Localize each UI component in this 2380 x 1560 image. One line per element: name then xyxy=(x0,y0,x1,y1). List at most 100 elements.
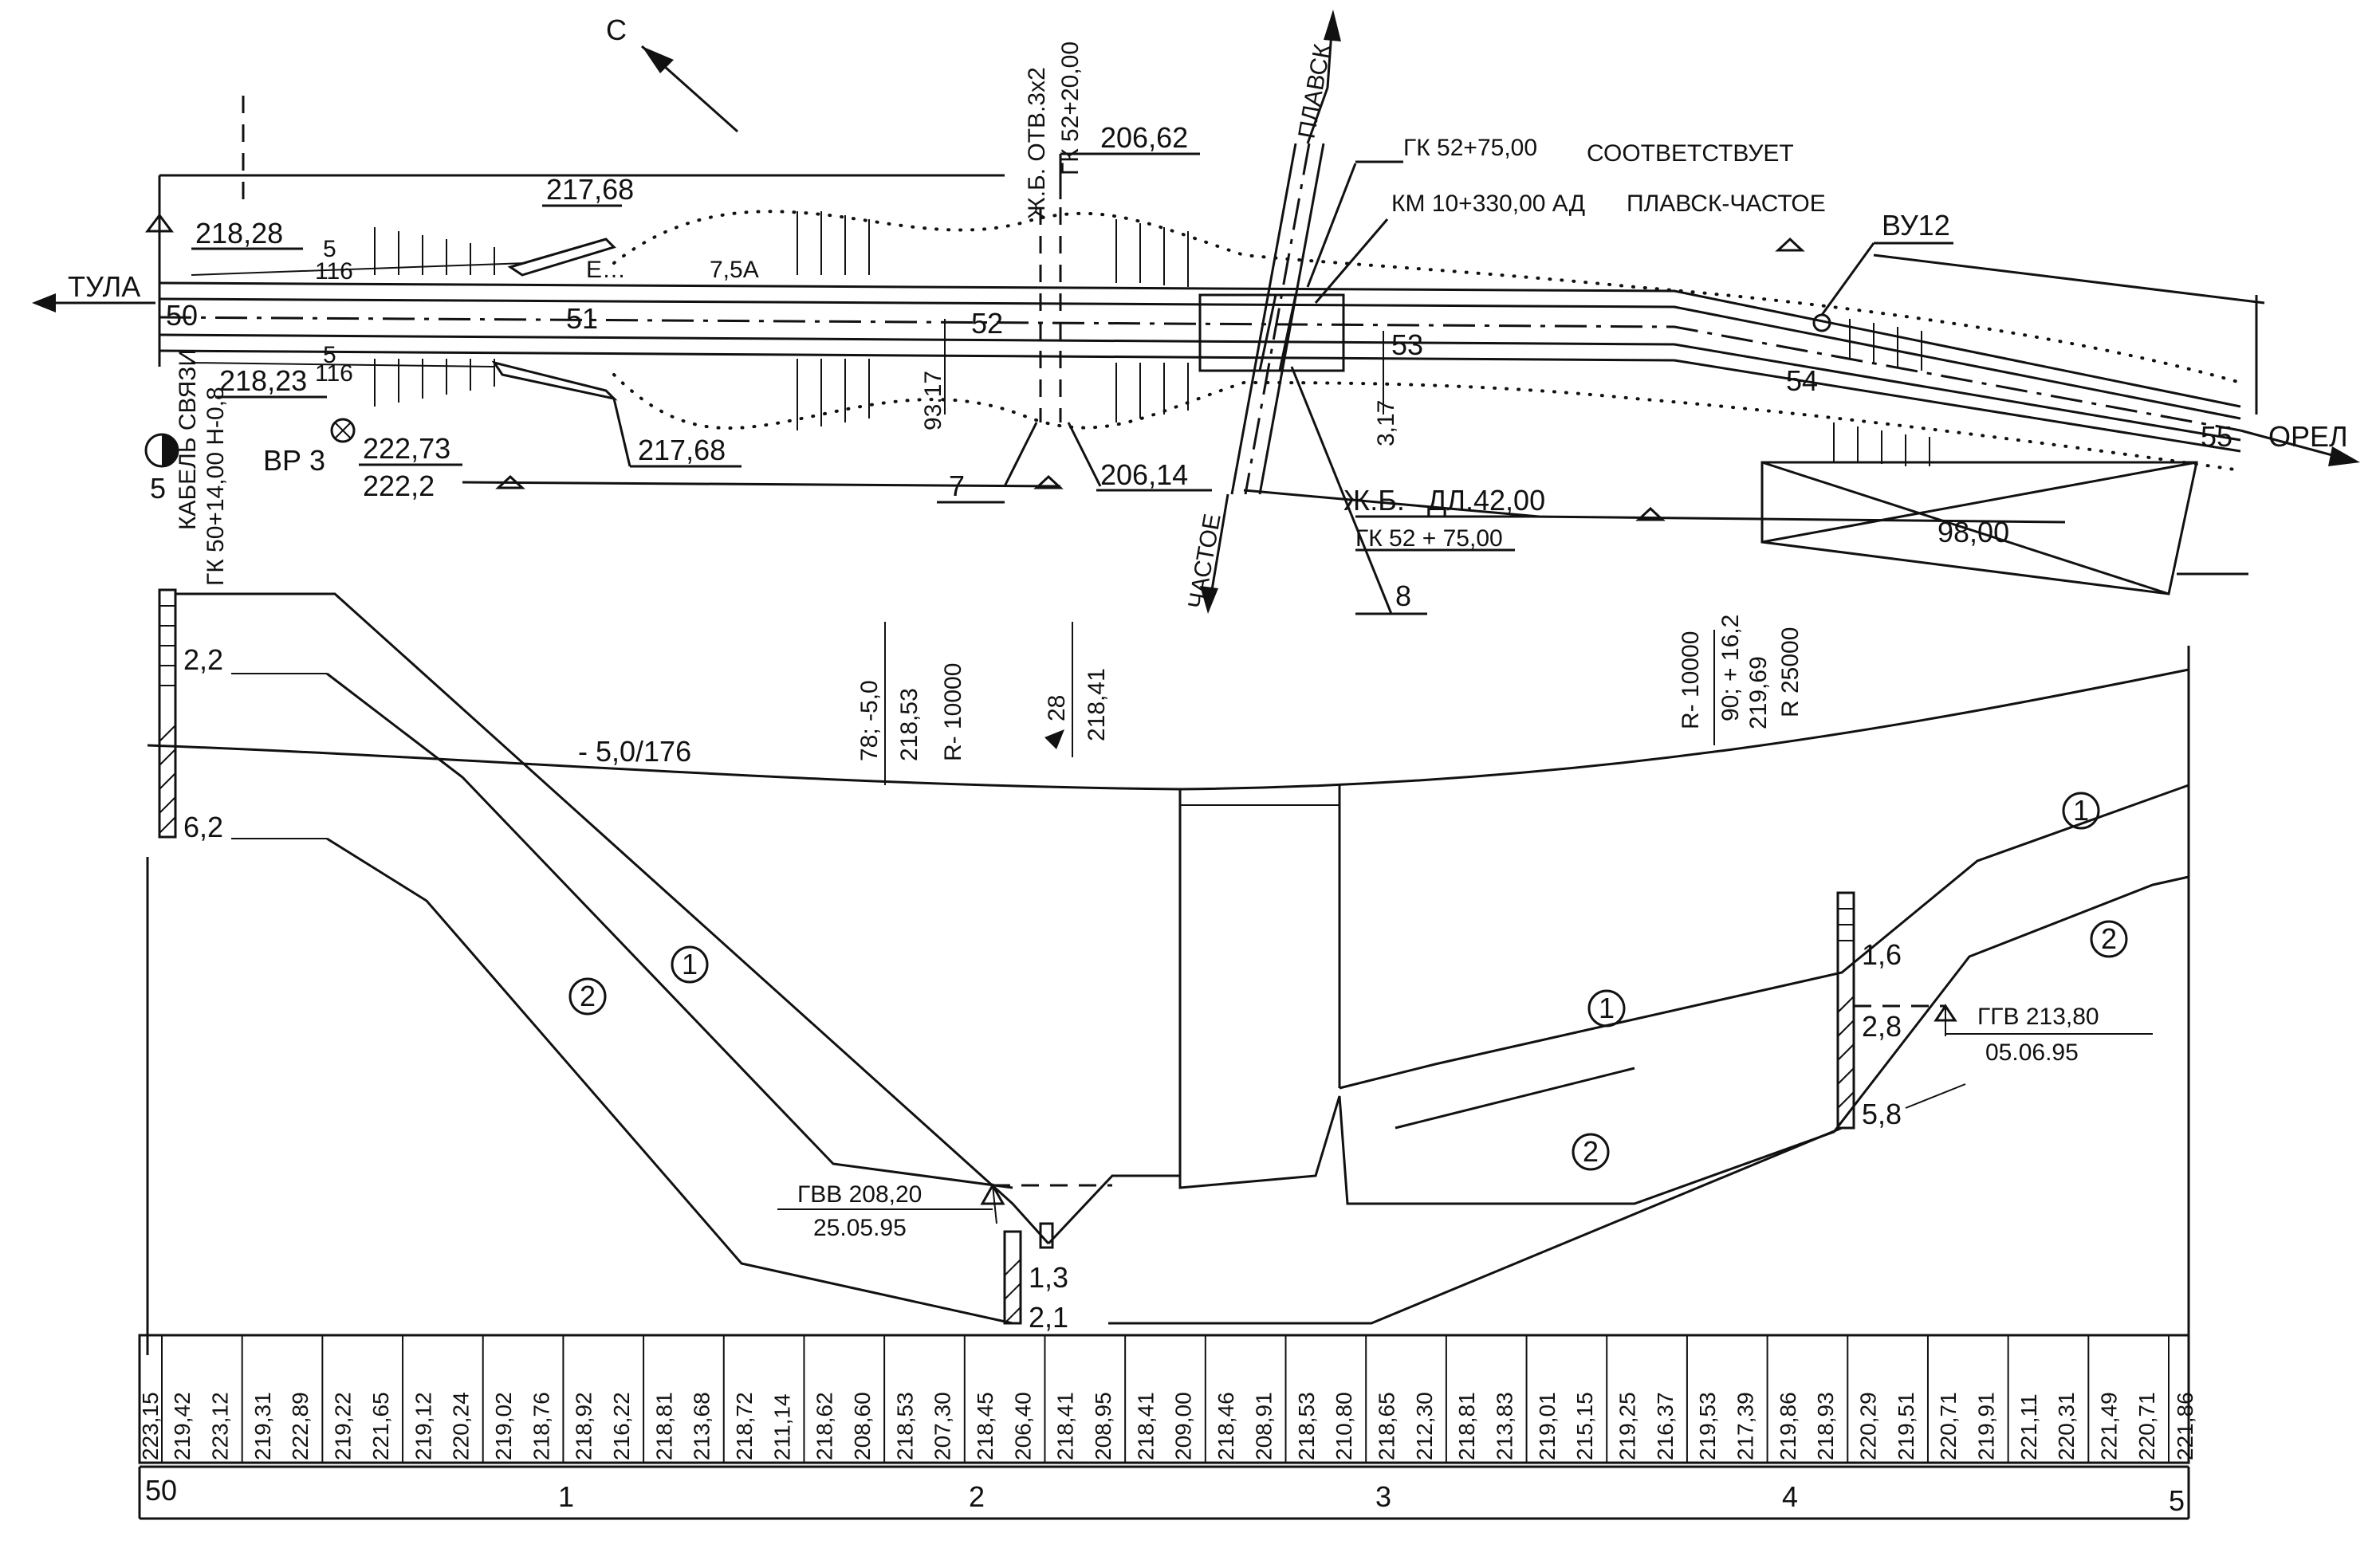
offset-3-17: 3,17 xyxy=(1373,400,1399,446)
picket-53: 53 xyxy=(1391,328,1423,361)
elev-design-3: 219,12 xyxy=(411,1392,435,1460)
elev-ground-3: 220,24 xyxy=(449,1392,474,1460)
picket-52: 52 xyxy=(971,307,1003,340)
elev-ground-8: 208,60 xyxy=(850,1392,875,1460)
elev-ground-23: 220,31 xyxy=(2054,1392,2079,1460)
layer-2-left: 2 xyxy=(580,980,596,1012)
vp1-c: R- 10000 xyxy=(940,663,966,761)
plan-view: С ТУЛА 50 51 52 53 54 55 ОРЕЛ xyxy=(32,10,2360,615)
vp3-c: 219,69 xyxy=(1745,656,1772,729)
grade-label: - 5,0/176 xyxy=(578,735,691,768)
plan-mark-218-28: 218,28 xyxy=(195,217,283,250)
depth-1-3: 1,3 xyxy=(1029,1261,1068,1294)
crossing-gk: ГК 52+75,00 xyxy=(1403,135,1537,161)
vu12-label: ВУ12 xyxy=(1882,209,1950,242)
elev-design-23: 221,11 xyxy=(2016,1393,2041,1460)
elev-design-22: 220,71 xyxy=(1936,1392,1961,1460)
dim-5-bottom: 5 xyxy=(323,342,336,368)
picket-row-1: 1 xyxy=(558,1480,574,1513)
br-numerator: 222,73 xyxy=(363,432,450,465)
callout-7: 7 xyxy=(949,470,965,502)
callout-8: 8 xyxy=(1395,580,1411,612)
elev-ground-19: 217,39 xyxy=(1733,1392,1757,1460)
layer-2-middle: 2 xyxy=(1583,1135,1599,1168)
elev-design-9: 218,53 xyxy=(892,1392,917,1460)
offset-93-17: 93,17 xyxy=(920,371,946,430)
vp3-b: 90; + 16,2 xyxy=(1717,615,1744,721)
layer-1-middle: 1 xyxy=(1599,992,1615,1024)
road-plavsk: ПЛАВСК xyxy=(1293,41,1336,140)
cable-gk: ГК 50+14,00 Н-0,8 xyxy=(203,387,229,586)
elev-ground-7: 211,14 xyxy=(769,1393,794,1460)
elev-first: 223,15 xyxy=(138,1392,163,1460)
elev-design-5: 218,92 xyxy=(572,1392,596,1460)
picket-row-4: 4 xyxy=(1782,1480,1798,1513)
dim-5-top: 5 xyxy=(323,236,336,262)
elev-ground-17: 215,15 xyxy=(1572,1392,1597,1460)
elev-ground-18: 216,37 xyxy=(1653,1392,1678,1460)
elev-ground-14: 210,80 xyxy=(1332,1392,1356,1460)
plan-mark-217-68-top: 217,68 xyxy=(546,173,634,206)
picket-row-2: 2 xyxy=(969,1480,985,1513)
picket-row-5: 5 xyxy=(2169,1484,2185,1517)
elev-design-10: 218,45 xyxy=(973,1392,997,1460)
crossing-road-name: ПЛАВСК-ЧАСТОЕ xyxy=(1627,191,1826,217)
layer-2-right: 2 xyxy=(2101,922,2117,955)
slope-hatch-right xyxy=(1833,319,1930,466)
elev-ground-4: 218,76 xyxy=(529,1392,553,1460)
plan-e-label: Е… xyxy=(586,257,626,283)
depth-6-2: 6,2 xyxy=(183,811,223,843)
elev-ground-21: 219,51 xyxy=(1894,1392,1918,1460)
vp1-b: 218,53 xyxy=(896,688,922,761)
elev-ground-6: 213,68 xyxy=(690,1392,714,1460)
plan-mark-217-68-bottom: 217,68 xyxy=(638,434,726,466)
depth-1-6: 1,6 xyxy=(1862,938,1902,971)
elev-design-6: 218,81 xyxy=(651,1392,676,1460)
elev-last: 221,86 xyxy=(2173,1392,2197,1460)
profile-view: 2,2 6,2 - 5,0/176 78; -5,0 218,53 R- 100… xyxy=(146,588,2190,1355)
elev-design-4: 219,02 xyxy=(491,1392,516,1460)
layer-1-left: 1 xyxy=(682,948,698,980)
elev-ground-10: 206,40 xyxy=(1010,1392,1035,1460)
plan-e-value: 7,5А xyxy=(710,257,759,283)
elev-ground-13: 208,91 xyxy=(1251,1392,1276,1460)
elev-design-14: 218,53 xyxy=(1294,1392,1319,1460)
picket-51: 51 xyxy=(566,302,598,335)
slope-hatch-middle xyxy=(797,211,1189,430)
vp3-a: R- 10000 xyxy=(1678,631,1704,729)
elev-ground-9: 207,30 xyxy=(930,1392,955,1460)
elev-ground-22: 219,91 xyxy=(1974,1392,1999,1460)
ggv-date: 05.06.95 xyxy=(1985,1039,2079,1066)
culvert-mark-top: 206,62 xyxy=(1100,121,1188,154)
road-chastoe: ЧАСТОЕ xyxy=(1183,512,1225,611)
elev-ground-12: 209,00 xyxy=(1171,1392,1196,1460)
depth-2-1: 2,1 xyxy=(1029,1301,1068,1334)
picket-55: 55 xyxy=(2201,420,2232,453)
vp2-b: 218,41 xyxy=(1084,668,1110,741)
elev-design-11: 218,41 xyxy=(1053,1392,1078,1460)
elev-design-12: 218,41 xyxy=(1133,1392,1158,1460)
crossing-km: КМ 10+330,00 АД xyxy=(1391,191,1585,217)
elev-ground-15: 212,30 xyxy=(1412,1392,1437,1460)
elev-design-20: 219,86 xyxy=(1776,1392,1800,1460)
br-label: ВР 3 xyxy=(263,444,325,477)
elev-design-16: 218,81 xyxy=(1454,1392,1479,1460)
elev-design-1: 219,31 xyxy=(250,1392,275,1460)
culvert-label: Ж.Б. ОТВ.3x2 xyxy=(1024,67,1050,219)
slope-hatch-left xyxy=(374,227,495,407)
depth-5-8: 5,8 xyxy=(1862,1098,1902,1130)
direction-tula: ТУЛА xyxy=(68,270,140,303)
vp1-a: 78; -5,0 xyxy=(856,680,883,761)
elev-design-17: 219,01 xyxy=(1535,1392,1560,1460)
picket-row-50: 50 xyxy=(145,1474,177,1507)
elev-design-18: 219,25 xyxy=(1615,1392,1639,1460)
bridge-gk: ГК 52 + 75,00 xyxy=(1355,525,1503,552)
gvv-date: 25.05.95 xyxy=(813,1215,907,1241)
borehole-number: 5 xyxy=(150,472,166,505)
length-98: 98,00 xyxy=(1937,516,2009,548)
elev-ground-5: 216,22 xyxy=(609,1392,634,1460)
elev-design-15: 218,65 xyxy=(1374,1392,1398,1460)
br-denominator: 222,2 xyxy=(363,470,435,502)
dim-116-top: 116 xyxy=(315,258,353,285)
